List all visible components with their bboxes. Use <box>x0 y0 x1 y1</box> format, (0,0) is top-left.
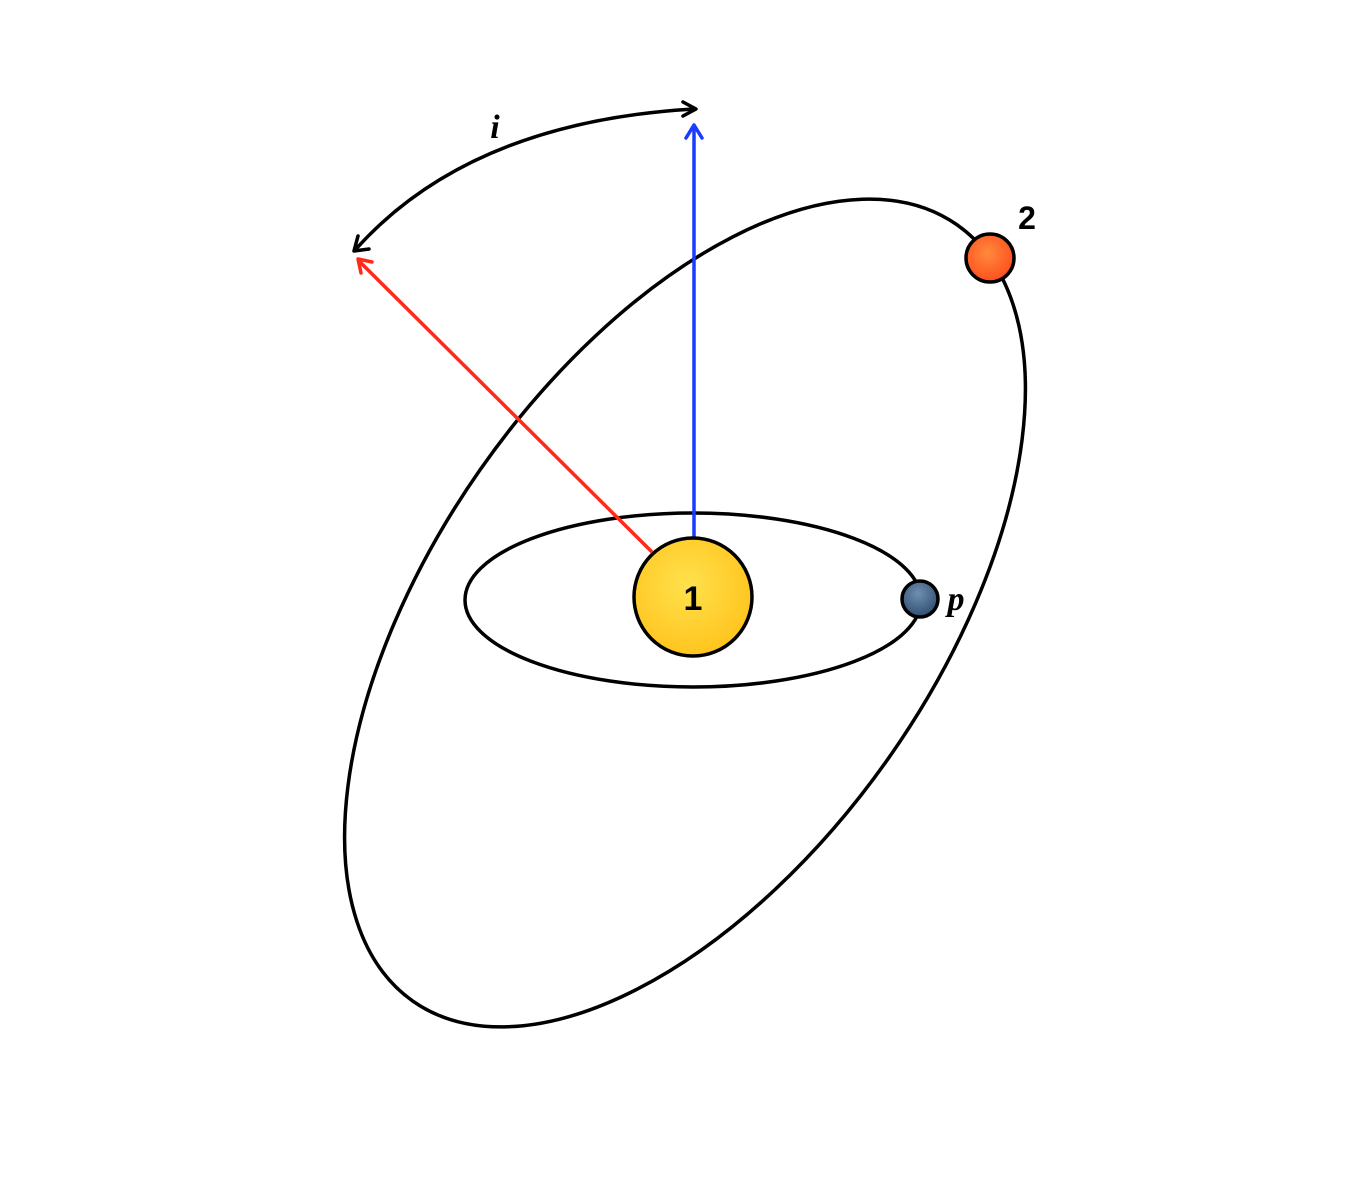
planet-orbit-normal-arrow <box>684 123 704 538</box>
binary-orbit-normal-arrow <box>356 257 654 554</box>
secondary-star <box>964 232 1016 284</box>
planet <box>900 579 940 619</box>
binary-orbit <box>342 197 1028 1029</box>
secondary-star-label: 2 <box>1018 200 1036 236</box>
inclination-arc <box>352 100 698 253</box>
primary-star-label: 1 <box>684 580 703 618</box>
planet-label: p <box>945 581 965 618</box>
inclination-label: i <box>490 109 500 146</box>
primary-star <box>632 536 754 658</box>
